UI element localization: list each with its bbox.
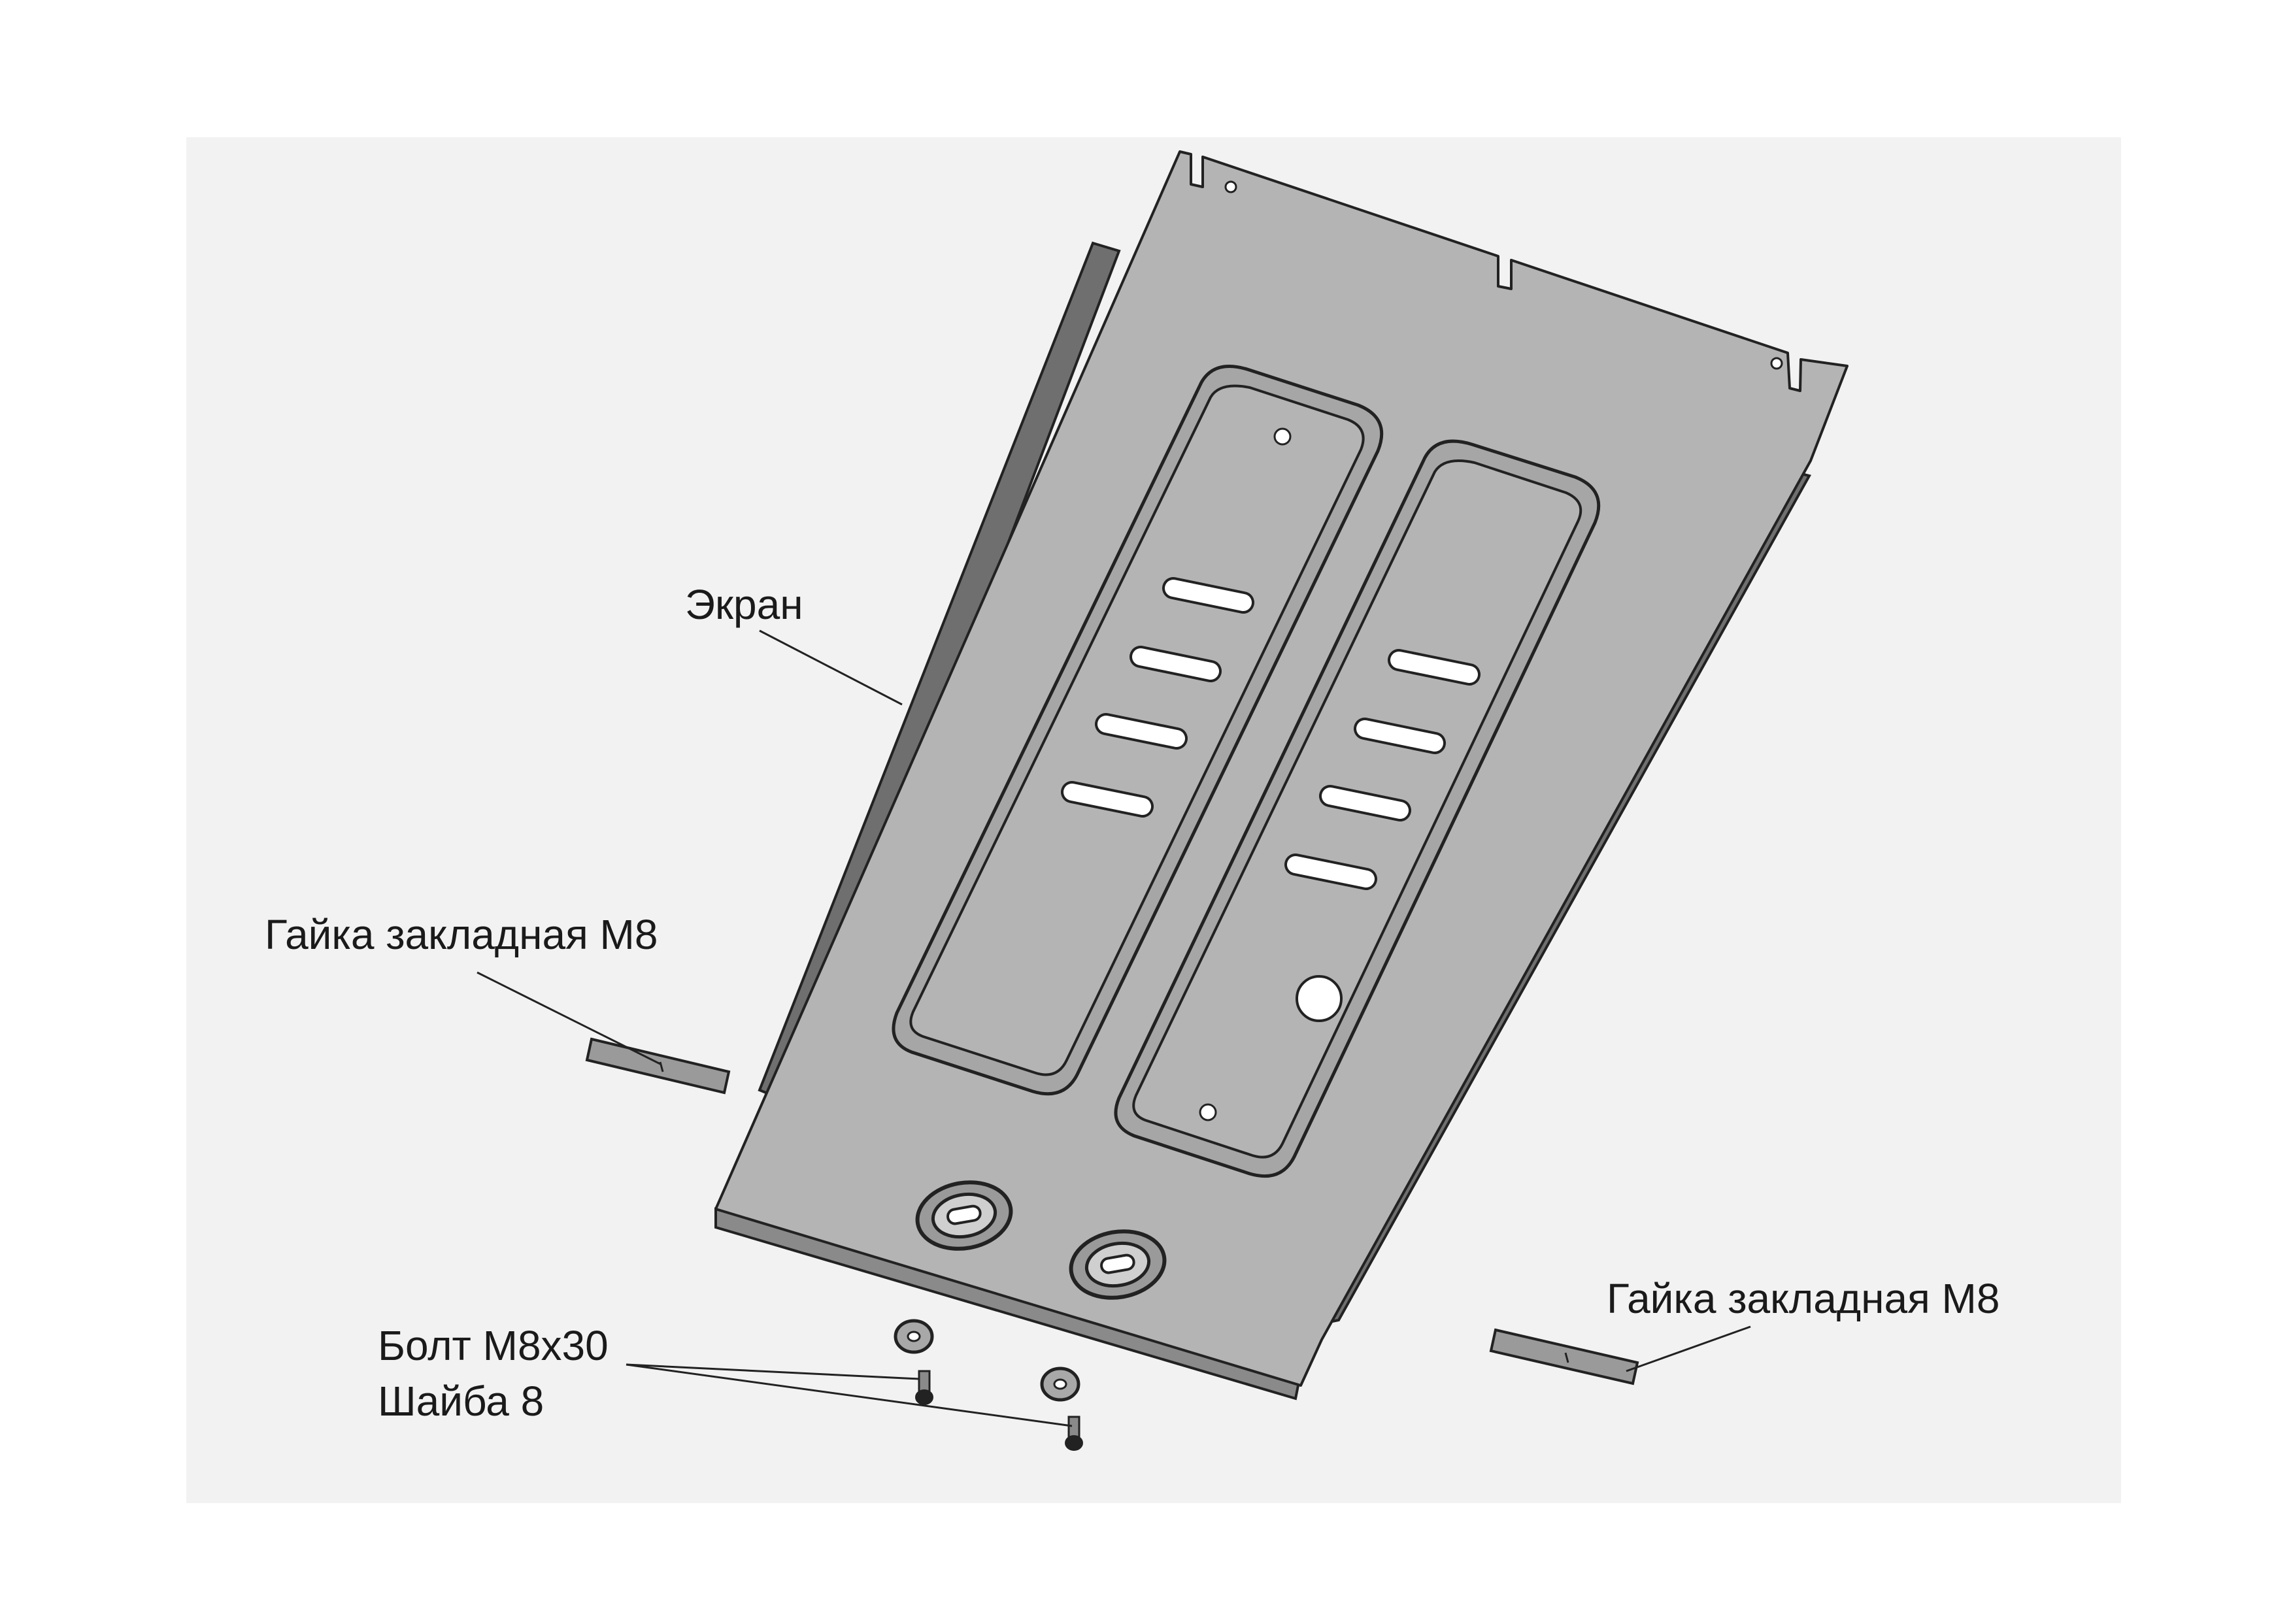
- label-insert-nut-right: Гайка закладная М8: [1607, 1275, 2000, 1322]
- bolt-right: [1065, 1416, 1083, 1451]
- vent-slots-left: [1061, 577, 1254, 818]
- right-recess-small-hole: [1199, 1103, 1217, 1121]
- vent-slot: [1322, 787, 1409, 819]
- vent-slot: [1165, 580, 1252, 611]
- vent-slot: [1356, 720, 1443, 752]
- vent-slot: [1287, 856, 1375, 887]
- label-bolt: Болт М8х30: [378, 1322, 609, 1369]
- corner-hole-top-left: [1224, 180, 1237, 193]
- vent-slot: [1097, 716, 1185, 747]
- label-washer: Шайба 8: [378, 1378, 544, 1425]
- insert-nut-left: [585, 1037, 731, 1095]
- vent-slots-right: [1284, 649, 1481, 890]
- mount-point-left: [915, 1180, 1013, 1251]
- insert-nut-right: [1489, 1328, 1639, 1385]
- leader-lines: [477, 629, 1751, 1427]
- bolt-left: [915, 1370, 933, 1405]
- leader-bolt-2: [626, 1363, 1073, 1427]
- right-recess-round-hole: [1296, 975, 1343, 1022]
- label-screen: Экран: [685, 581, 803, 628]
- mount-slot: [946, 1204, 982, 1225]
- leader-bolt-1: [626, 1363, 920, 1380]
- mount-point-right: [1069, 1229, 1167, 1300]
- leader-nut-left: [477, 971, 661, 1065]
- vent-slot: [1132, 648, 1219, 680]
- left-recess-hole: [1273, 427, 1292, 446]
- corner-hole-top-right: [1770, 357, 1783, 370]
- label-insert-nut-left: Гайка закладная М8: [265, 911, 658, 958]
- leader-screen: [759, 629, 903, 706]
- vent-slot: [1390, 652, 1478, 683]
- skid-plate: [714, 150, 1849, 1400]
- vent-slot: [1063, 784, 1151, 815]
- washer-right: [1040, 1367, 1080, 1402]
- leader-nut-right: [1626, 1325, 1751, 1372]
- washer-left: [894, 1319, 934, 1354]
- mount-slot: [1100, 1253, 1135, 1274]
